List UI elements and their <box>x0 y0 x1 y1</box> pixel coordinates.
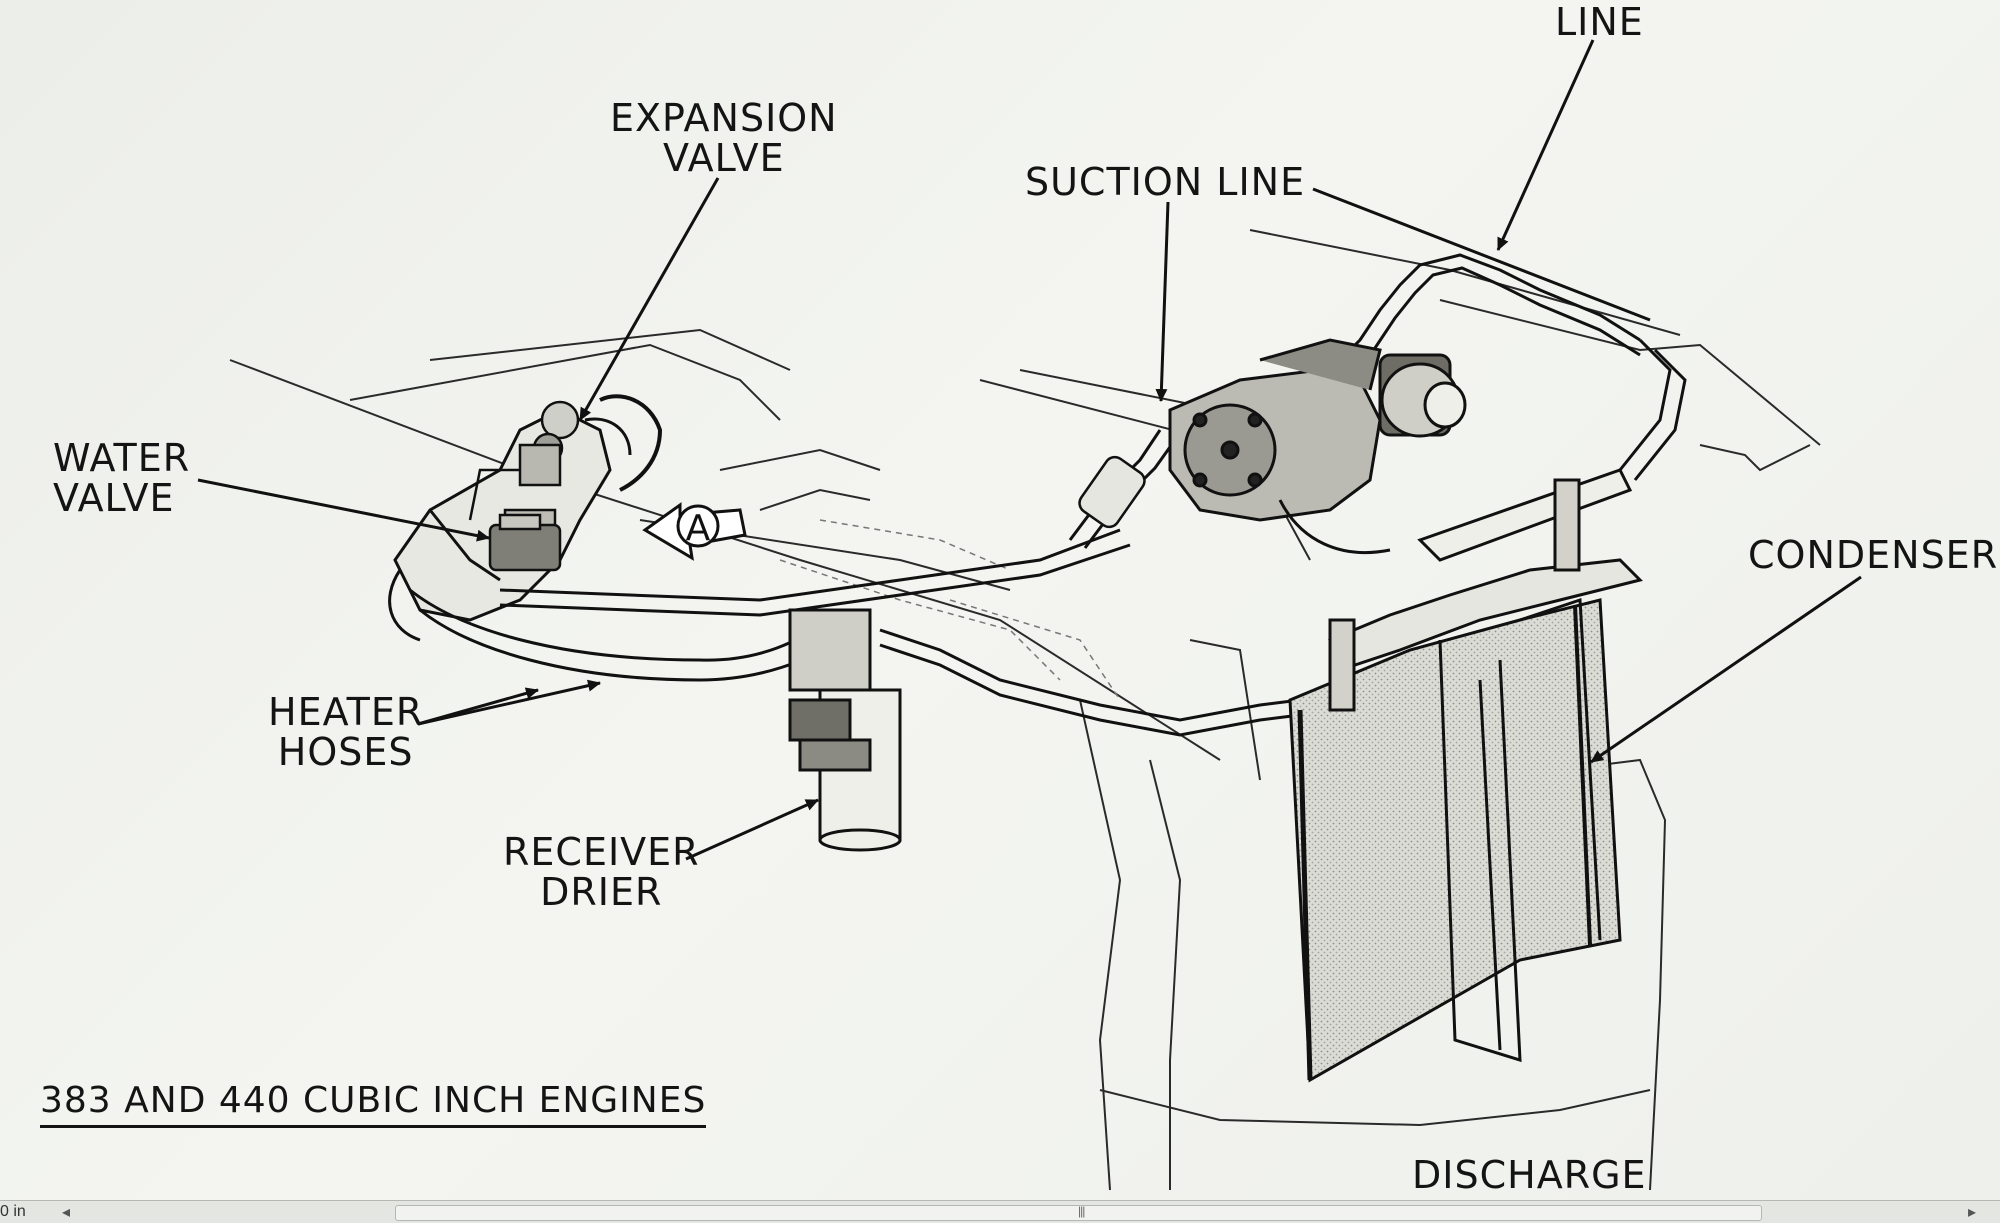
horizontal-scrollbar[interactable] <box>395 1205 1762 1221</box>
scrollbar-grip[interactable]: ||| <box>1078 1204 1085 1218</box>
engine-block-sketch <box>779 519 1121 701</box>
viewer-status-bar: 0 in ◂ ||| ▸ <box>0 1200 2000 1223</box>
water-valve-label-line-2: VALVE <box>53 476 175 520</box>
refrigerant-lines <box>499 253 1687 737</box>
receiver-drier-label-line-2: DRIER <box>540 870 663 914</box>
water-valve-label-line-1: WATER <box>53 436 191 480</box>
view-marker-arrow <box>642 502 747 561</box>
heater-hoses-label-line-1: HEATER <box>268 690 424 734</box>
condenser-label: CONDENSER <box>1748 533 1999 577</box>
line-label: LINE <box>1555 0 1644 44</box>
diagram-caption: 383 AND 440 CUBIC INCH ENGINES <box>40 1080 707 1128</box>
expansion-valve-label-line-1: EXPANSION <box>610 96 838 140</box>
expansion-valve-label: EXPANSION VALVE <box>610 98 838 178</box>
evaporator-housing <box>393 394 663 622</box>
compressor-part <box>1168 338 1467 555</box>
water-valve-label: WATER VALVE <box>53 438 190 518</box>
heater-hoses-label: HEATER HOSES <box>268 692 423 772</box>
expansion-valve-part <box>468 400 580 521</box>
leader-arrows <box>197 39 1862 861</box>
water-valve-part <box>488 513 562 572</box>
suction-line-fitting <box>1078 455 1146 529</box>
discharge-label: DISCHARGE <box>1412 1153 1647 1197</box>
condenser-part <box>1288 468 1643 1083</box>
view-marker-label: A <box>686 508 711 549</box>
heater-hoses-label-line-2: HOSES <box>277 730 414 774</box>
expansion-valve-label-line-2: VALVE <box>663 136 785 180</box>
scroll-right-arrow-icon[interactable]: ▸ <box>1968 1204 1977 1221</box>
receiver-drier-part <box>788 608 902 852</box>
zoom-readout: 0 in <box>0 1203 26 1220</box>
scroll-left-arrow-icon[interactable]: ◂ <box>62 1204 71 1221</box>
suction-line-label: SUCTION LINE <box>1025 160 1306 204</box>
receiver-drier-label-line-1: RECEIVER <box>503 830 700 874</box>
receiver-drier-label: RECEIVER DRIER <box>503 832 700 912</box>
